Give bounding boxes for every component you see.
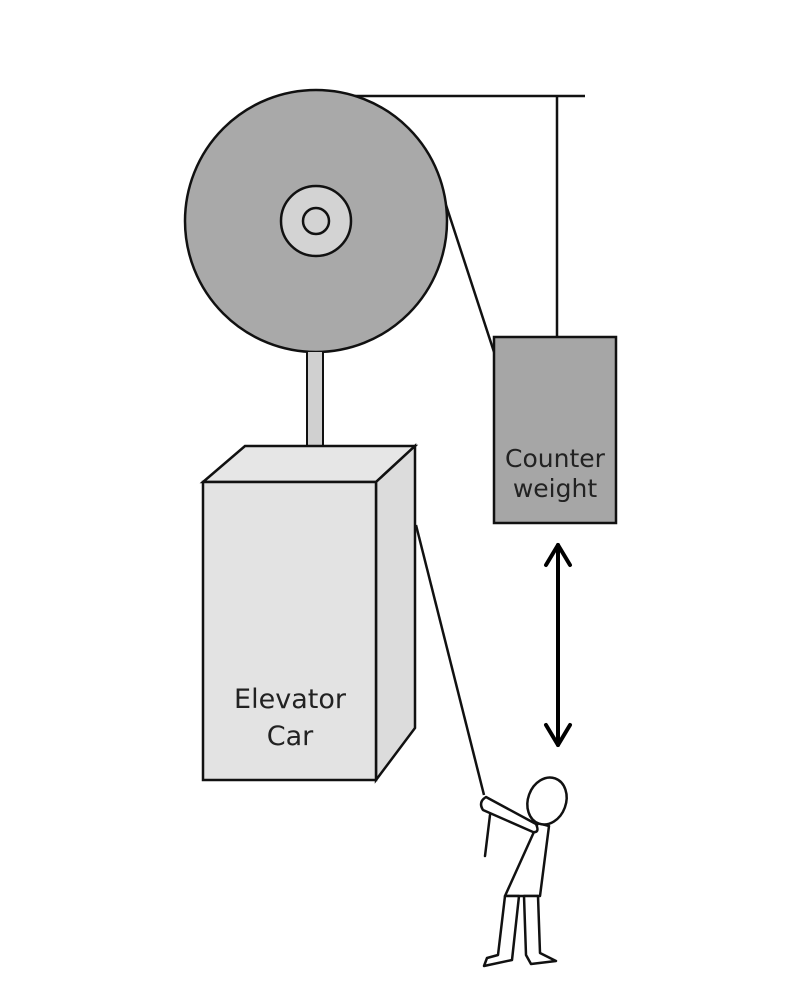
counterweight-block xyxy=(492,335,618,525)
elevator-car: Elevator Car xyxy=(199,443,419,784)
pulley xyxy=(183,88,449,354)
car-front-face xyxy=(201,480,378,782)
pull-rope xyxy=(414,524,486,796)
up-down-arrow-icon xyxy=(544,543,572,747)
car-label-line2: Car xyxy=(267,721,314,752)
pulley-to-counterweight-cable xyxy=(444,204,496,353)
person-arm xyxy=(479,795,539,834)
car-label-line1: Elevator xyxy=(234,684,347,715)
counterweight-label-line2: weight xyxy=(513,474,597,503)
person-pulling-rope xyxy=(479,776,568,968)
counterweight-label-line1: Counter xyxy=(505,444,606,473)
person-leg-right xyxy=(522,894,558,966)
rope-tail xyxy=(483,813,492,858)
person-leg-left xyxy=(482,894,521,968)
person-head xyxy=(526,776,568,826)
support-rod xyxy=(306,352,324,459)
car-side-face xyxy=(374,443,417,784)
counterweight: Counter weight xyxy=(492,335,618,525)
pulley-axle xyxy=(301,206,331,236)
person-torso xyxy=(503,821,551,898)
